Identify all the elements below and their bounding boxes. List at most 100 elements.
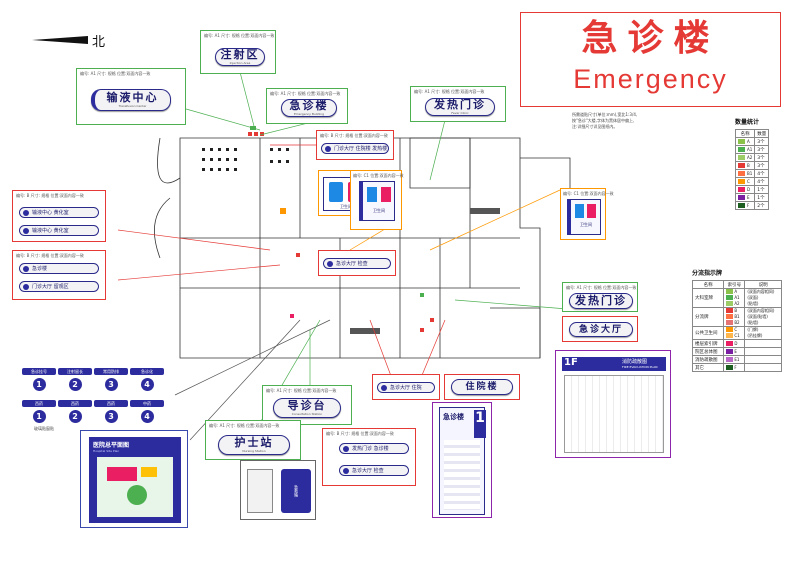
sign-en: Emergency Building — [293, 112, 325, 116]
callout-hall-check: 急诊大厅 检查 — [318, 250, 396, 276]
guide-name: 其它 — [691, 363, 725, 372]
arrow-icon — [23, 283, 29, 290]
sign-nurse-station: 护士站 Nursing Station — [218, 435, 290, 455]
guide-desc-line: (双面/贴墙) — [747, 314, 768, 319]
guide-desc: (双面内容相同)(双面)(贴墙) — [744, 288, 782, 308]
callout-toilet-hanging: 编号: C1 位置:双面内容一致 卫生间 — [350, 170, 404, 230]
pill-text: 急诊大厅 检查 — [352, 468, 384, 474]
swatch-chip — [726, 356, 734, 362]
callout-tag: 编号: A1 尺寸: 规格 位置:双面内容一致 — [566, 285, 637, 290]
guide-desc-line: (贴墙) — [747, 320, 759, 325]
swatch-chip — [726, 327, 734, 332]
floor-index-number: 1 — [474, 410, 486, 438]
callout-tag: 编号: A1 尺寸: 规格 位置:双面内容一致 — [270, 91, 341, 96]
guide-desc-line: (双面内容相同) — [747, 289, 775, 294]
guide-code-text: C1 — [734, 333, 740, 338]
guide-code-text: A2 — [734, 301, 740, 306]
arrow-icon — [343, 467, 349, 474]
pill-direction: 急诊大厅 检查 — [323, 258, 391, 269]
toilet-label: 卫生间 — [580, 222, 592, 227]
guide-code: B1 — [726, 314, 742, 320]
callout-fever-right: 编号: A1 尺寸: 规格 位置:双面内容一致 发热门诊 — [562, 282, 638, 312]
kit-label: 急救箱 — [294, 485, 299, 497]
guide-code: D — [726, 340, 742, 347]
swatch-chip — [738, 178, 745, 184]
window-number: 4 — [140, 378, 154, 391]
callout-hall-inpatient: 急诊大厅 住院 — [372, 374, 440, 400]
guide-code-text: F — [734, 364, 737, 370]
guide-code: E1 — [726, 356, 742, 363]
sign-fever-right: 发热门诊 — [569, 293, 633, 309]
stats-code: B1 — [747, 170, 753, 176]
callout-tag: 编号: B 尺寸: 规格 位置:双面内容一致 — [16, 253, 84, 258]
sign-en: Transfusion Center — [118, 104, 147, 108]
pill-text: 急诊大厅 检查 — [336, 261, 368, 267]
callout-kit: 急救箱 — [240, 460, 316, 520]
pill-text: 急诊大厅 住院 — [390, 385, 422, 391]
guide-name: 大科室牌 — [691, 288, 725, 308]
guide-code-text: A1 — [734, 295, 740, 300]
sign-emergency: 急诊楼 Emergency Building — [281, 99, 337, 117]
callout-tag: 编号: B 尺寸: 规格 位置:双面内容一致 — [16, 193, 84, 198]
pill-direction: 门诊大厅 留观区 — [19, 281, 99, 292]
sign-en: Consultation Station — [291, 412, 323, 416]
arrow-icon — [23, 265, 29, 272]
callout-tag: 编号: A1 尺寸: 规格 位置:双面内容一致 — [80, 71, 151, 76]
building-shape — [127, 485, 147, 505]
sign-infusion-center: 输液中心 Transfusion Center — [91, 89, 171, 111]
callout-emergency-direction: 编号: B 尺寸: 规格 位置:双面内容一致 急诊楼 门诊大厅 留观区 — [12, 250, 106, 300]
sign-injection: 注射区 Injection Area — [215, 48, 265, 66]
male-icon — [367, 187, 377, 202]
window-label: 急诊化 — [130, 368, 164, 375]
window-number: 3 — [104, 410, 118, 423]
campus-map-title: 医院总平面图 — [93, 442, 130, 449]
callout-tag: 编号: C1 位置:双面内容一致 — [353, 173, 404, 178]
swatch-chip — [738, 138, 745, 144]
female-icon — [587, 204, 596, 218]
window-number: 2 — [68, 378, 82, 391]
guide-code-text: B2 — [734, 320, 740, 325]
note-line: 所需道贴尺寸(单位:mm),宽比1:3/4, — [572, 112, 638, 117]
guide-code-text: E1 — [734, 356, 740, 362]
campus-map-board: 医院总平面图 Hospital Site Plan — [89, 437, 181, 523]
toilet-label: 卫生间 — [373, 208, 385, 213]
guide-desc-line: (吊挂牌) — [747, 333, 763, 338]
pill-text: 输液中心 黄化室 — [32, 228, 69, 234]
guide-code: B2 — [726, 320, 742, 326]
evac-map — [564, 375, 664, 453]
callout-tag: 编号: A1 尺寸: 规格 位置:双面内容一致 — [204, 33, 275, 38]
floor-index-list — [444, 440, 480, 510]
arrow-icon — [343, 445, 349, 452]
swatch-chip — [726, 333, 734, 338]
swatch-chip — [738, 154, 745, 160]
stats-code: C — [747, 178, 750, 184]
guide-code: E — [726, 348, 742, 355]
floor-index-title: 急诊楼 — [443, 413, 464, 421]
campus-map-drawing — [97, 457, 173, 517]
swatch-chip — [738, 146, 745, 152]
toilet-sign-right: 卫生间 — [567, 199, 601, 235]
callout-inpatient: 住院楼 — [444, 374, 520, 400]
guide-code-text: C — [734, 327, 738, 332]
pill-direction: 急诊大厅 住院 — [377, 382, 435, 393]
pill-text: 急诊楼 — [32, 266, 48, 272]
guide-code: A — [726, 289, 742, 295]
stats-qty: 2个 — [754, 201, 770, 210]
pill-direction: 门诊大厅 住院楼 发热楼 — [321, 143, 389, 154]
sign-hall-right: 急诊大厅 — [569, 322, 633, 337]
sign-cn: 发热门诊 — [575, 294, 627, 307]
pill-direction: 急诊楼 — [19, 263, 99, 274]
toilet-label: 卫生间 — [340, 204, 352, 209]
swatch-chip — [738, 162, 745, 168]
sign-fever: 发热门诊 Fever Clinic — [425, 98, 495, 116]
guide-desc-line: (贴墙) — [747, 301, 759, 306]
arrow-icon — [23, 227, 29, 234]
window-caption: 玻璃贴窗贴 — [34, 426, 54, 431]
